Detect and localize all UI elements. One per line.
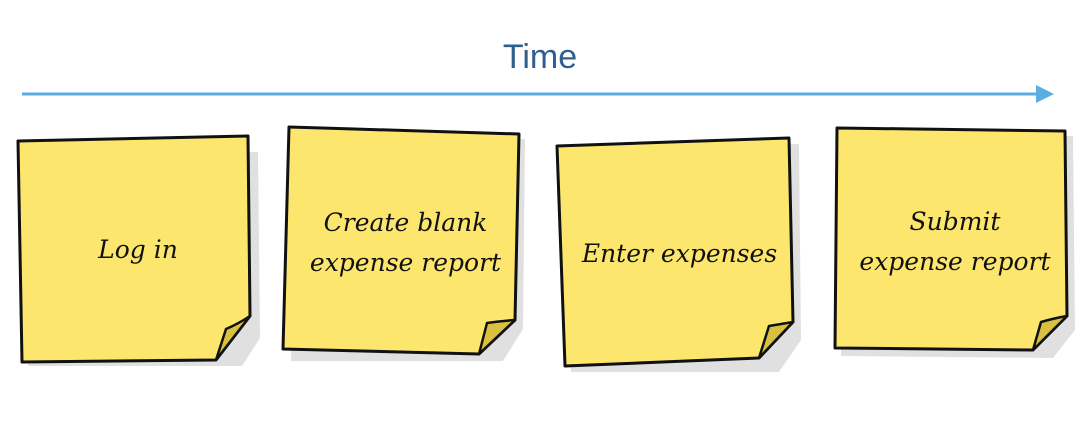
sticky-note-shape	[833, 126, 1075, 358]
sticky-note-2: Create blank expense report	[281, 125, 528, 361]
note-label: Submit expense report	[859, 207, 1051, 276]
sticky-note-shape	[281, 125, 525, 361]
sticky-note-4: Submit expense report	[833, 126, 1075, 358]
sticky-note-shape	[16, 134, 260, 366]
note-label: Log in	[98, 235, 178, 264]
sticky-note-shape	[555, 136, 801, 372]
note-label: Enter expenses	[581, 238, 778, 268]
sticky-note-3: Enter expenses	[555, 136, 802, 372]
note-label: Create blank expense report	[309, 207, 502, 277]
sticky-note-1: Log in	[16, 134, 260, 366]
timeline-title: Time	[502, 38, 578, 76]
timeline-arrow	[22, 85, 1054, 103]
